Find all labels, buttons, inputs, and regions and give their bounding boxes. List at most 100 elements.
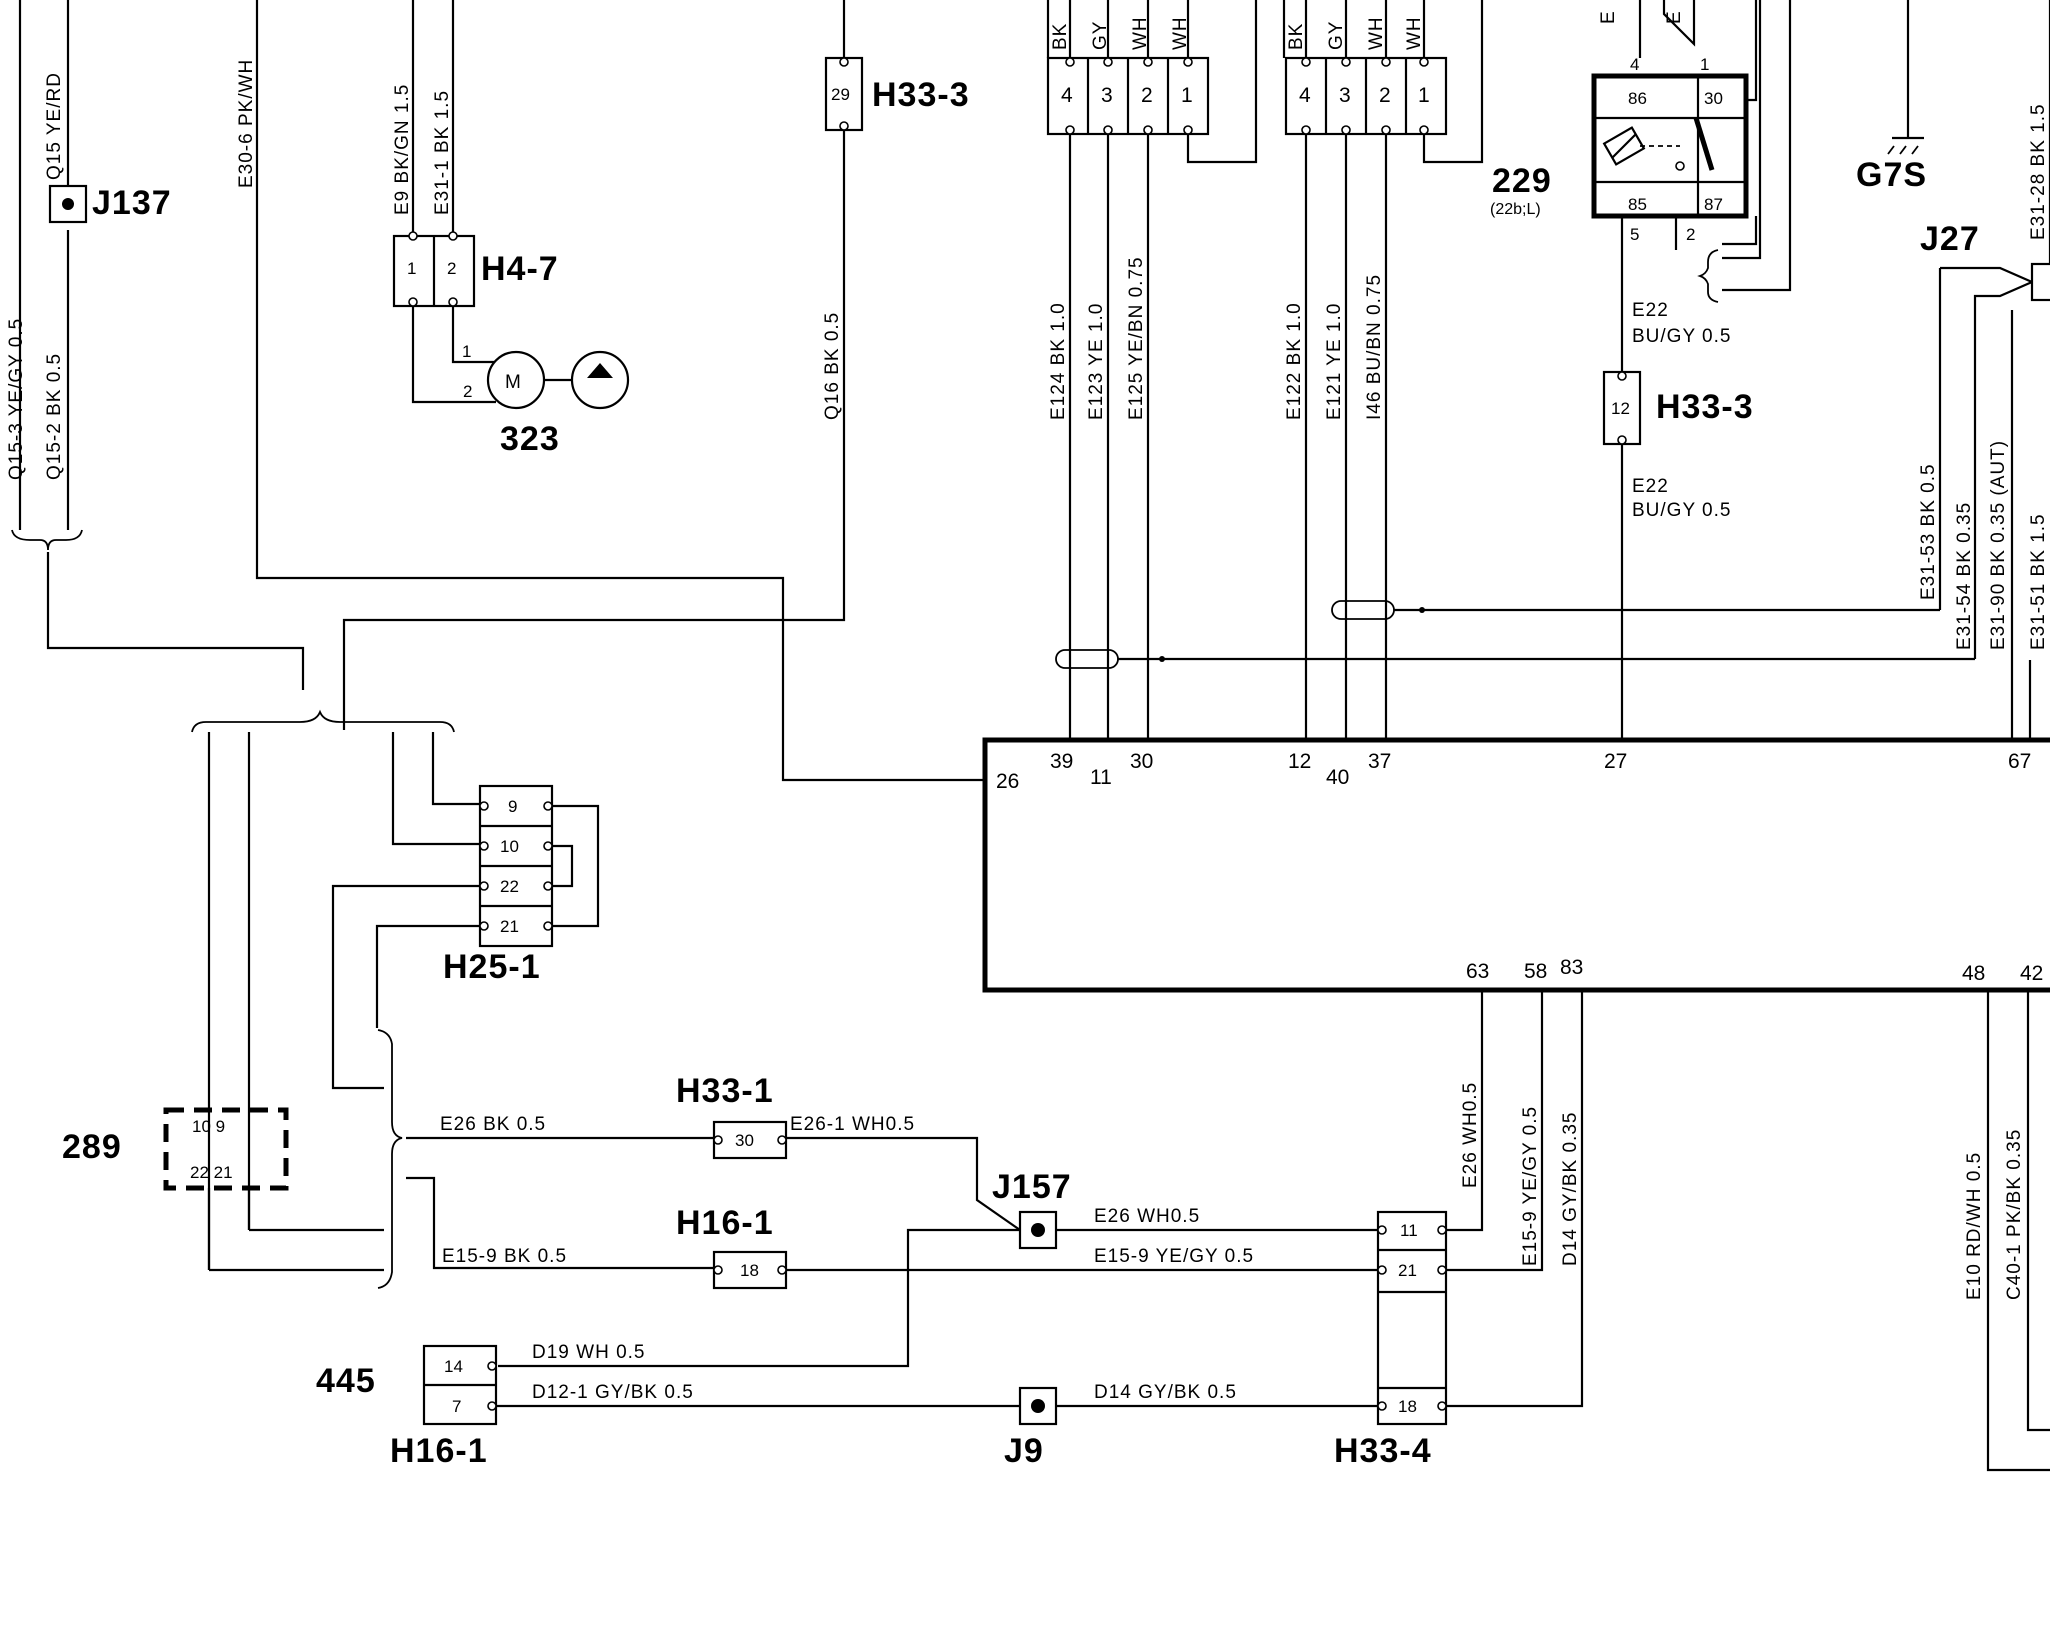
wire-label-e22-b1: E22 — [1632, 476, 1669, 497]
component-g7s: G7S — [1856, 156, 1927, 194]
ecu-pin-48: 48 — [1962, 962, 1985, 985]
conn-b-color-4: WH — [1404, 16, 1425, 50]
conn-b-pin-4: 4 — [1299, 84, 1311, 107]
component-h33-4: H33-4 — [1334, 1432, 1432, 1470]
component-h4-7: H4-7 — [481, 250, 559, 288]
relay-term-2: 2 — [1686, 225, 1695, 244]
pin-h4-7-1: 1 — [407, 259, 416, 278]
pin-445-7: 7 — [452, 1397, 461, 1416]
wire-label-e124: E124 BK 1.0 — [1048, 302, 1069, 420]
pin-h25-1-10: 10 — [500, 837, 519, 856]
wire-label-e31-90: E31-90 BK 0.35 (AUT) — [1988, 440, 2009, 650]
wire-label-e31-54: E31-54 BK 0.35 — [1954, 502, 1975, 650]
component-323: 323 — [500, 420, 560, 458]
pin-h25-1-9: 9 — [508, 797, 517, 816]
pin-h25-1-22: 22 — [500, 877, 519, 896]
relay-229 — [1591, 73, 1749, 219]
control-unit-box — [982, 737, 2050, 993]
pin-motor-2: 2 — [463, 382, 472, 401]
component-229: 229 — [1492, 162, 1552, 200]
wire-label-d14-a: D14 GY/BK 0.5 — [1094, 1382, 1237, 1403]
wire-label-i46: I46 BU/BN 0.75 — [1364, 274, 1385, 420]
wire-label-d19: D19 WH 0.5 — [532, 1342, 645, 1363]
connector-h16-1-a — [712, 1250, 788, 1290]
component-h33-3-top: H33-3 — [872, 76, 970, 114]
conn-b-color-1: BK — [1286, 23, 1307, 50]
relay-term-4: 4 — [1630, 55, 1639, 74]
connector-445 — [422, 1344, 498, 1426]
pin-289-top: 10 9 — [192, 1117, 225, 1136]
wire-label-d12-1: D12-1 GY/BK 0.5 — [532, 1382, 694, 1403]
pin-289-bottom: 22 21 — [190, 1163, 233, 1182]
component-j137: J137 — [92, 184, 172, 222]
ecu-pin-11: 11 — [1090, 766, 1112, 789]
ecu-pin-63: 63 — [1466, 960, 1489, 983]
pin-h33-1-30: 30 — [735, 1131, 754, 1150]
component-445: 445 — [316, 1362, 376, 1400]
connector-h25-1 — [478, 784, 554, 948]
wire-label-e125: E125 YE/BN 0.75 — [1126, 256, 1147, 420]
conn-a-pin-1: 1 — [1181, 84, 1193, 107]
ecu-pin-40: 40 — [1326, 766, 1349, 789]
connector-h33-4 — [1376, 1210, 1448, 1426]
wire-label-q15-2: Q15-2 BK 0.5 — [44, 353, 65, 480]
component-j27: J27 — [1920, 220, 1980, 258]
pin-h33-4-18: 18 — [1398, 1397, 1417, 1416]
wire-label-e22-a2: BU/GY 0.5 — [1632, 326, 1731, 347]
wire-label-e31-53: E31-53 BK 0.5 — [1918, 463, 1939, 600]
wire-label-e121: E121 YE 1.0 — [1324, 303, 1345, 420]
component-j9: J9 — [1004, 1432, 1044, 1470]
ecu-pin-26: 26 — [996, 770, 1019, 793]
shield-loop-a — [1055, 310, 1977, 669]
component-h33-3-right: H33-3 — [1656, 388, 1754, 426]
pin-h33-4-11: 11 — [1400, 1221, 1418, 1240]
relay-pin-86: 86 — [1628, 89, 1647, 108]
relay-term-5: 5 — [1630, 225, 1639, 244]
wire-label-top-e-1: E — [1598, 10, 1619, 24]
component-289: 289 — [62, 1128, 122, 1166]
component-h16-1-a: H16-1 — [676, 1204, 774, 1242]
wire-label-e30-6: E30-6 PK/WH — [236, 59, 257, 188]
wire-label-e26-v: E26 WH0.5 — [1460, 1082, 1481, 1188]
connector-h33-3-pin29 — [824, 56, 864, 132]
wire-label-e10: E10 RD/WH 0.5 — [1964, 1152, 1985, 1300]
component-h33-1: H33-1 — [676, 1072, 774, 1110]
conn-a-pin-4: 4 — [1061, 84, 1073, 107]
wire-label-e26-1: E26-1 WH0.5 — [790, 1114, 915, 1135]
wire-label-e9: E9 BK/GN 1.5 — [392, 84, 413, 215]
conn-a-color-4: WH — [1170, 16, 1191, 50]
wire-label-e122: E122 BK 1.0 — [1284, 302, 1305, 420]
wire-label-e15-9-yegy: E15-9 YE/GY 0.5 — [1094, 1246, 1254, 1267]
wire-label-e26-wh: E26 WH0.5 — [1094, 1206, 1200, 1227]
splice-j137 — [48, 184, 88, 224]
shield-loop-b — [1331, 268, 1942, 620]
conn-a-pin-3: 3 — [1101, 84, 1113, 107]
conn-b-pin-1: 1 — [1418, 84, 1430, 107]
ecu-pin-67: 67 — [2008, 750, 2031, 773]
splice-j157 — [1018, 1210, 1058, 1250]
pin-h33-4-21: 21 — [1398, 1261, 1417, 1280]
conn-b-color-3: WH — [1366, 16, 1387, 50]
wire-label-c40-1: C40-1 PK/BK 0.35 — [2004, 1129, 2025, 1300]
ground-g7s — [1887, 0, 1924, 155]
component-j157: J157 — [992, 1168, 1072, 1206]
pin-motor-1: 1 — [462, 342, 471, 361]
component-h16-1-b: H16-1 — [390, 1432, 488, 1470]
pin-h33-3-12: 12 — [1611, 399, 1630, 418]
wire-label-e123: E123 YE 1.0 — [1086, 303, 1107, 420]
conn-a-color-3: WH — [1130, 16, 1151, 50]
connector-group-b — [1282, 0, 1448, 136]
wire-label-q16: Q16 BK 0.5 — [822, 312, 843, 420]
conn-a-pin-2: 2 — [1141, 84, 1153, 107]
wire-label-e31-51: E31-51 BK 1.5 — [2028, 513, 2049, 650]
wire-label-d14-v: D14 GY/BK 0.35 — [1560, 1112, 1581, 1266]
wire-label-e26-bk: E26 BK 0.5 — [440, 1114, 546, 1135]
ecu-pin-37: 37 — [1368, 750, 1391, 773]
wire-label-e31-1: E31-1 BK 1.5 — [432, 90, 453, 215]
pin-h16-1-18: 18 — [740, 1261, 759, 1280]
wire-label-e22-b2: BU/GY 0.5 — [1632, 500, 1731, 521]
wire-label-e31-28: E31-28 BK 1.5 — [2028, 103, 2049, 240]
conn-a-color-2: GY — [1090, 21, 1111, 50]
motor-symbol: M — [505, 372, 522, 393]
